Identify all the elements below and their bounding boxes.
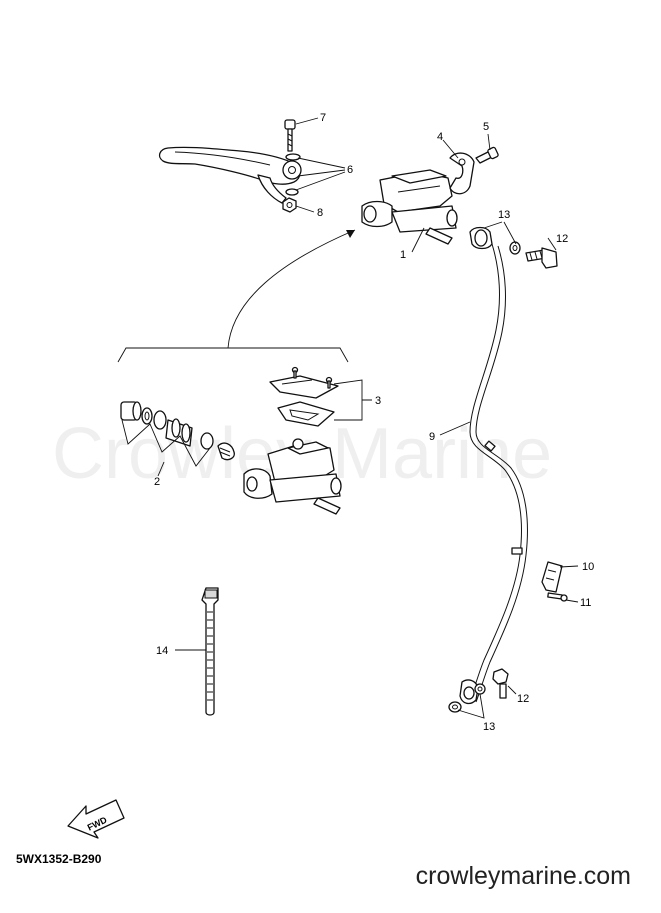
- copper-washer-lower-b[interactable]: [448, 701, 462, 713]
- clutch-lever[interactable]: [158, 146, 302, 204]
- lever-washers[interactable]: [285, 153, 301, 196]
- callout-12-lower: 12: [517, 693, 529, 705]
- callout-8: 8: [317, 207, 323, 219]
- callout-11: 11: [580, 597, 591, 609]
- copper-washer-top[interactable]: [509, 241, 521, 255]
- hose-guide[interactable]: [541, 561, 563, 593]
- master-cylinder[interactable]: [361, 169, 458, 245]
- cylinder-clamp[interactable]: [449, 152, 475, 195]
- guide-screw[interactable]: [547, 592, 568, 602]
- callout-4: 4: [437, 131, 443, 143]
- copper-washer-lower-a[interactable]: [474, 683, 486, 695]
- callout-7: 7: [320, 112, 326, 124]
- lever-nut[interactable]: [282, 197, 297, 213]
- callout-6: 6: [347, 164, 353, 176]
- callout-13-lower: 13: [483, 721, 495, 733]
- lever-bolt[interactable]: [284, 119, 296, 152]
- callout-12-top: 12: [556, 233, 568, 245]
- reservoir-diaphragm[interactable]: [277, 401, 335, 427]
- clutch-hose[interactable]: [469, 243, 528, 703]
- callout-10: 10: [582, 561, 594, 573]
- piston-kit[interactable]: [120, 401, 235, 461]
- callout-1: 1: [400, 249, 406, 261]
- union-bolt-lower[interactable]: [492, 668, 509, 699]
- cylinder-body-exploded[interactable]: [243, 438, 342, 515]
- cable-tie[interactable]: [201, 587, 219, 716]
- callout-2: 2: [154, 476, 160, 488]
- callout-14: 14: [156, 645, 168, 657]
- cap-screws[interactable]: [291, 366, 333, 389]
- callout-3: 3: [375, 395, 381, 407]
- callout-5: 5: [483, 121, 489, 133]
- callout-9: 9: [429, 431, 435, 443]
- diagram-code: 5WX1352-B290: [16, 852, 102, 866]
- banjo-fitting[interactable]: [469, 226, 493, 250]
- leader-lines: [175, 117, 579, 719]
- callout-labels: 1 2 3 4 5 6 7 8 9 10 11 12 12 13 13 14: [154, 112, 594, 733]
- banjo-fitting-lower[interactable]: [459, 679, 479, 705]
- clamp-bolt[interactable]: [475, 146, 499, 164]
- exploded-bracket: [117, 229, 356, 363]
- union-bolt-top[interactable]: [525, 247, 558, 269]
- site-url[interactable]: crowleymarine.com: [415, 862, 631, 890]
- callout-13-top: 13: [498, 209, 510, 221]
- fwd-arrow-icon: FWD: [67, 799, 125, 839]
